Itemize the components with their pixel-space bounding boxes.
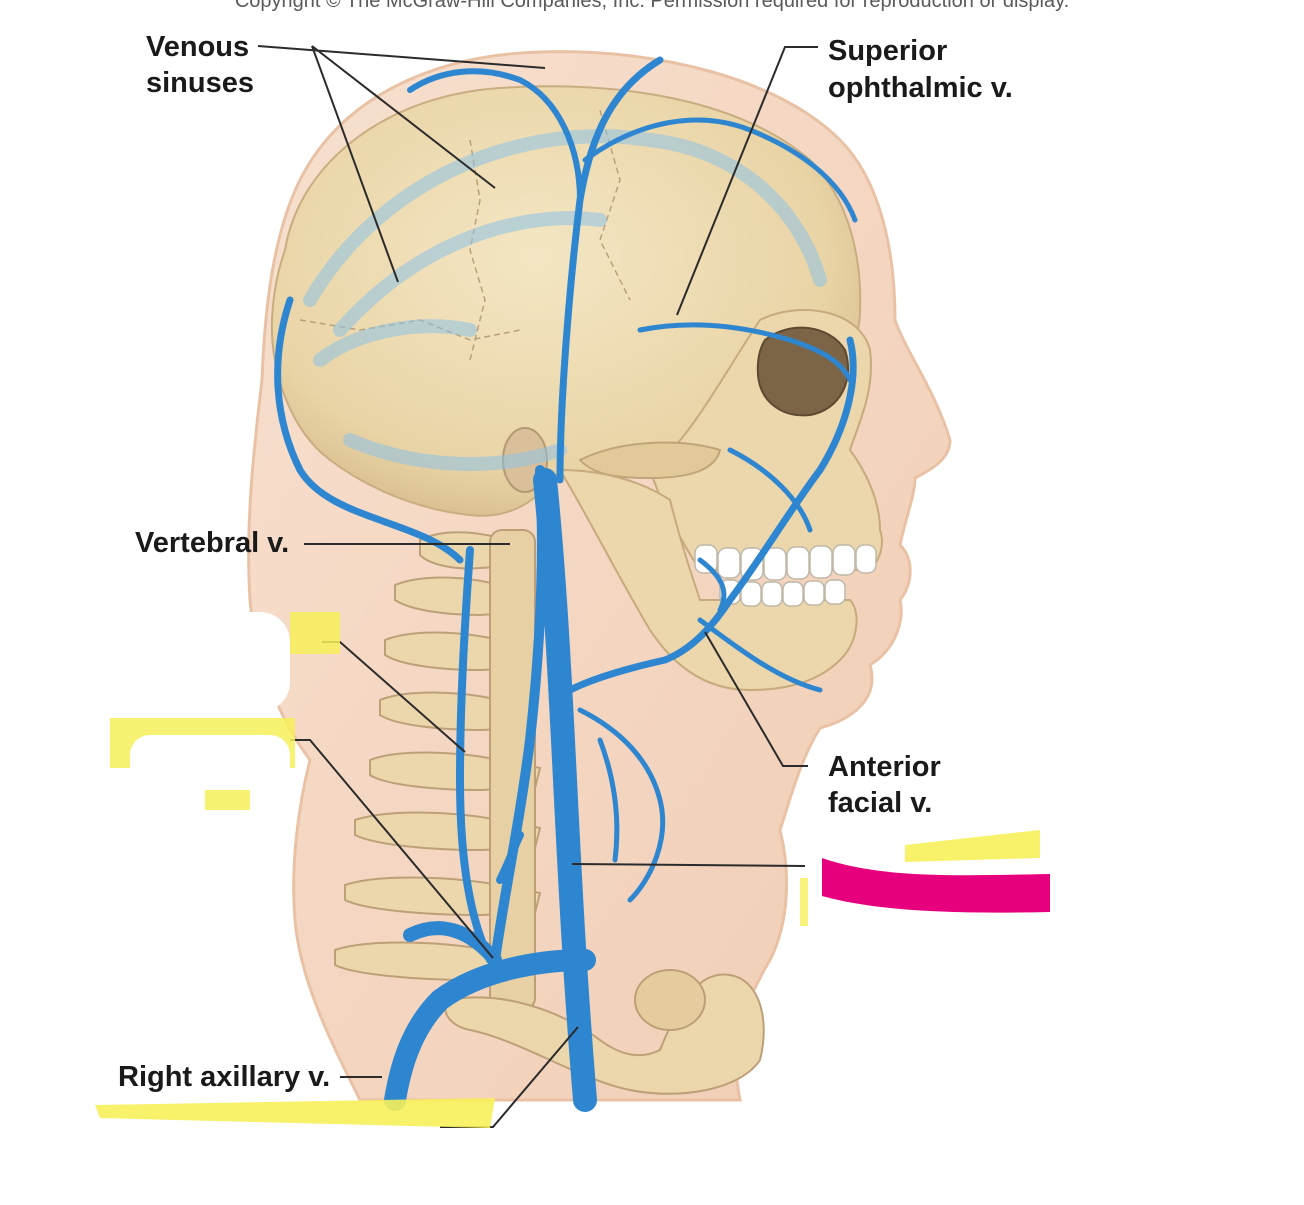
label-superior-ophthalmic-line1: Superior xyxy=(828,35,948,67)
leader-yellow-2 xyxy=(290,739,494,959)
yellow-highlight-6 xyxy=(95,1098,495,1128)
leader-internal-jugular xyxy=(571,863,806,867)
sternal-head xyxy=(634,969,706,1031)
veins xyxy=(274,56,858,1112)
yellow-highlight-3 xyxy=(205,790,250,810)
label-venous-sinuses-line1: Venous xyxy=(146,31,250,63)
copyright-notice: Copyright © The McGraw-Hill Companies, I… xyxy=(234,0,1070,12)
yellow-highlight-4 xyxy=(905,830,1040,862)
label-anterior-facial-line1: Anterior xyxy=(828,751,941,783)
orbit xyxy=(756,326,850,417)
mandible xyxy=(558,468,858,692)
yellow-highlight-1 xyxy=(290,612,340,654)
label-vertebral-vein: Vertebral v. xyxy=(135,527,290,559)
yellow-highlight-5 xyxy=(800,878,808,926)
leader-superior-ophthalmic xyxy=(676,46,818,316)
label-anterior-facial-line2: facial v. xyxy=(828,787,933,819)
leader-venous-sinuses-1 xyxy=(257,45,546,69)
label-right-axillary-vein: Right axillary v. xyxy=(118,1061,331,1093)
leader-venous-sinuses-2 xyxy=(311,45,496,189)
label-superior-ophthalmic-line2: ophthalmic v. xyxy=(828,72,1013,104)
magenta-highlight xyxy=(822,858,1050,913)
leader-anterior-facial xyxy=(704,631,808,767)
erased-label-patches xyxy=(60,612,290,790)
leader-venous-sinuses-3 xyxy=(311,45,399,283)
label-venous-sinuses-line2: sinuses xyxy=(146,67,254,99)
